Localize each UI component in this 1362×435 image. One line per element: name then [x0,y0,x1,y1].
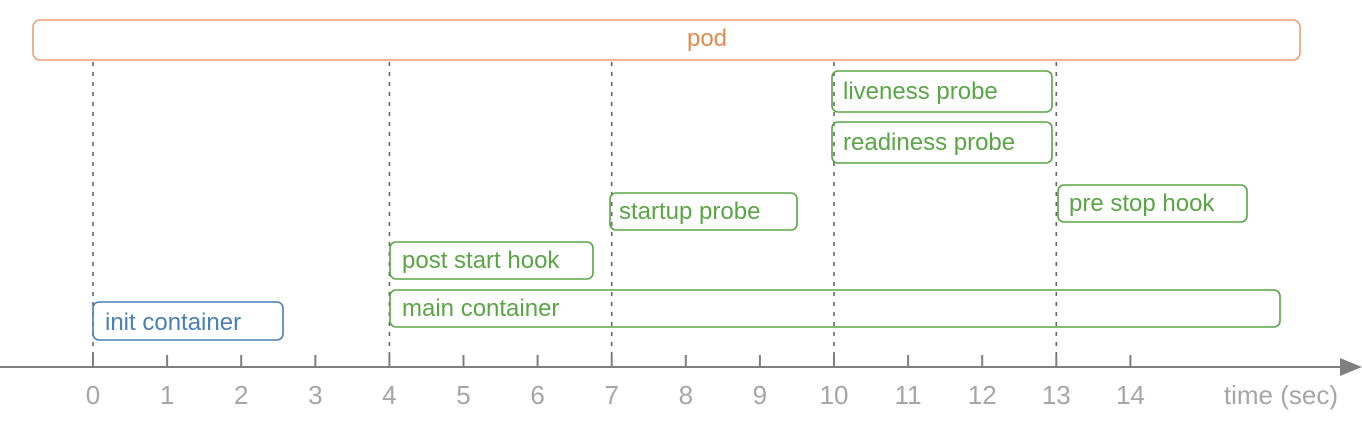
main-container-rect [389,289,1281,328]
main-container-label: main container [402,295,559,322]
pre-stop-hook-rect [1057,184,1248,223]
startup-probe-box: startup probe [609,192,798,231]
axis-tick-label: 10 [820,380,849,410]
axis-tick-label: 12 [968,380,997,410]
axis-tick-label: 3 [308,380,322,410]
axis-tick-label: 0 [86,380,100,410]
axis-tick-label: 13 [1042,380,1071,410]
post-start-hook-label: post start hook [402,247,560,274]
axis-tick-label: 4 [382,380,396,410]
axis-tick-label: 5 [456,380,470,410]
axis-label: time (sec) [1224,380,1338,410]
axis-arrow-icon [1340,358,1362,376]
liveness-probe-box: liveness probe [831,70,1053,113]
init-container-label: init container [105,309,241,336]
post-start-hook-box: post start hook [389,241,594,280]
post-start-hook-rect [389,241,594,280]
pod-box [32,19,1301,61]
axis-tick-label: 2 [234,380,248,410]
liveness-probe-rect [831,70,1053,113]
readiness-probe-rect [831,121,1053,164]
pod-bar: pod [32,19,1301,61]
pod-label: pod [687,25,727,52]
axis-tick-label: 9 [753,380,767,410]
axis-tick-label: 6 [530,380,544,410]
pre-stop-hook-box: pre stop hook [1057,184,1248,223]
init-container-box: init container [92,301,284,341]
axis-tick-label: 1 [160,380,174,410]
readiness-probe-box: readiness probe [831,121,1053,164]
pre-stop-hook-label: pre stop hook [1069,190,1215,217]
startup-probe-rect [609,192,798,231]
axis-tick-label: 8 [679,380,693,410]
main-container-box: main container [389,289,1281,328]
init-container-rect [92,301,284,341]
readiness-probe-label: readiness probe [843,129,1015,156]
axis-tick-label: 14 [1116,380,1145,410]
axis-tick-label: 7 [604,380,618,410]
liveness-probe-label: liveness probe [843,78,998,105]
startup-probe-label: startup probe [619,198,760,225]
axis-tick-label: 11 [895,380,922,410]
